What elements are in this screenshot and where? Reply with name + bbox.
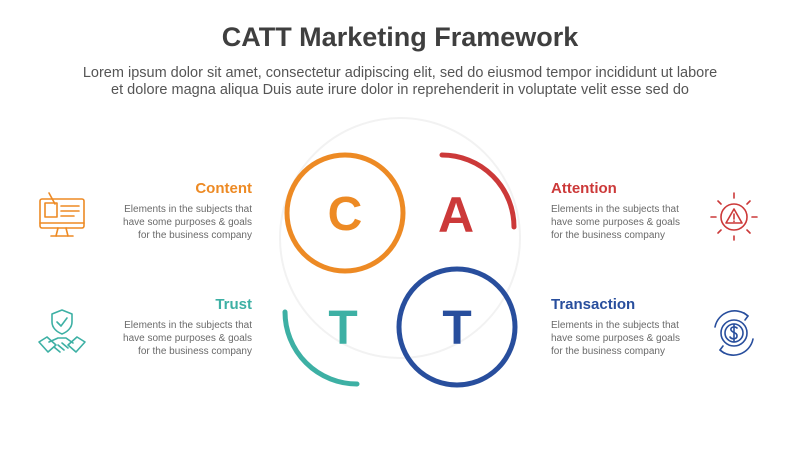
warning-alert-icon: [708, 190, 760, 242]
letter-t-trust: T: [328, 302, 357, 355]
trust-description: Elements in the subjects that have some …: [107, 319, 252, 358]
content-circle: [284, 152, 406, 274]
trust-heading: Trust: [215, 296, 252, 313]
description-line: Elements in the subjects that: [124, 320, 252, 331]
description-line: for the business company: [551, 346, 665, 357]
letter-c: C: [328, 188, 363, 241]
handshake-shield-icon: [36, 307, 88, 359]
trust-block: Trust Elements in the subjects that have…: [107, 296, 252, 358]
catt-diagram: C A T T: [270, 145, 530, 395]
attention-arc: [439, 152, 517, 230]
description-line: have some purposes & goals: [551, 217, 680, 228]
transaction-circle: [396, 266, 518, 388]
description-line: have some purposes & goals: [551, 333, 680, 344]
subtitle-line: Lorem ipsum dolor sit amet, consectetur …: [82, 65, 718, 81]
page-title: CATT Marketing Framework: [221, 22, 579, 52]
description-line: for the business company: [138, 230, 252, 241]
subtitle-line: et dolore magna aliqua Duis aute irure d…: [111, 82, 689, 98]
attention-heading: Attention: [551, 180, 617, 197]
content-heading: Content: [195, 180, 252, 197]
transaction-block: Transaction Elements in the subjects tha…: [551, 296, 696, 358]
computer-monitor-icon: [36, 190, 88, 242]
content-description: Elements in the subjects that have some …: [107, 203, 252, 242]
attention-description: Elements in the subjects that have some …: [551, 203, 696, 242]
content-block: Content Elements in the subjects that ha…: [107, 180, 252, 242]
page-subtitle: Lorem ipsum dolor sit amet, consectetur …: [0, 65, 800, 99]
attention-block: Attention Elements in the subjects that …: [551, 180, 696, 242]
description-line: for the business company: [551, 230, 665, 241]
letter-t-transaction: T: [442, 302, 471, 355]
transaction-heading: Transaction: [551, 296, 636, 313]
description-line: Elements in the subjects that: [551, 320, 679, 331]
transaction-description: Elements in the subjects that have some …: [551, 319, 696, 358]
description-line: have some purposes & goals: [123, 217, 252, 228]
description-line: for the business company: [138, 346, 252, 357]
letter-a: A: [438, 187, 474, 243]
description-line: Elements in the subjects that: [124, 204, 252, 215]
description-line: Elements in the subjects that: [551, 204, 679, 215]
dollar-cycle-icon: [708, 307, 760, 359]
trust-arc: [282, 309, 360, 387]
description-line: have some purposes & goals: [123, 333, 252, 344]
